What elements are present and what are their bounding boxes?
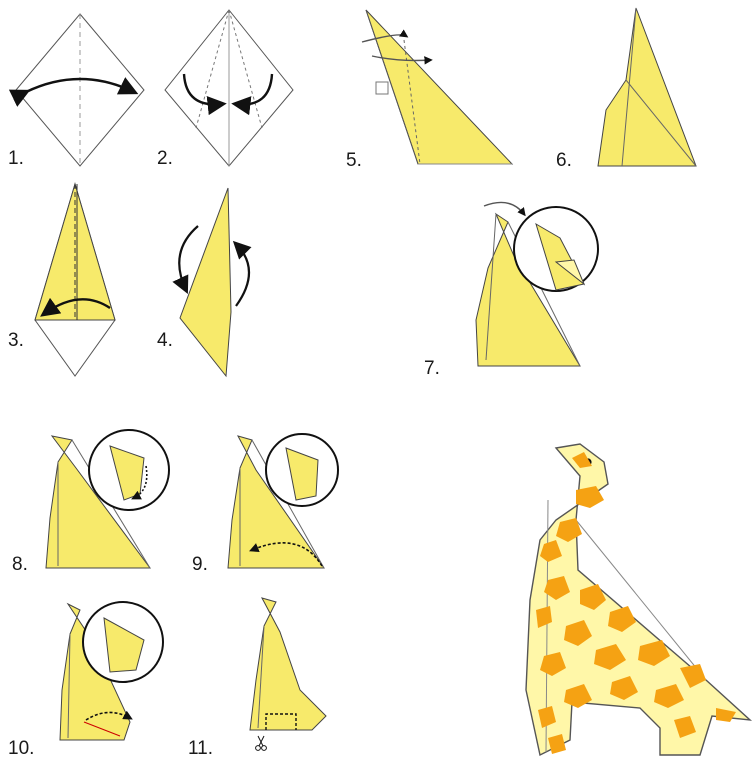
step-9-label: 9. — [192, 554, 208, 576]
step-1-label: 1. — [8, 148, 24, 170]
zoom-circle-icon — [514, 207, 598, 291]
step-11-diagram — [250, 598, 326, 750]
step-4-diagram — [179, 188, 249, 376]
step-10-diagram — [60, 602, 163, 740]
step-11-label: 11. — [188, 738, 213, 760]
zoom-circle-icon — [266, 434, 338, 506]
step-9-diagram — [228, 434, 338, 568]
step-3-diagram — [35, 184, 115, 376]
step-2-diagram — [165, 10, 293, 166]
rotate-arrow-icon — [236, 244, 249, 306]
step-1-diagram — [16, 14, 144, 166]
step-6-label: 6. — [556, 150, 572, 172]
scissors-icon — [256, 736, 267, 750]
step-7-label: 7. — [424, 358, 440, 380]
finished-giraffe — [526, 444, 750, 755]
step-3-label: 3. — [8, 330, 24, 352]
step-8-diagram — [46, 430, 169, 568]
step-2-label: 2. — [157, 148, 173, 170]
step-7-diagram — [476, 202, 598, 366]
step-8-label: 8. — [12, 554, 28, 576]
step-6-diagram — [598, 8, 696, 166]
step-10-label: 10. — [8, 738, 34, 760]
step-5-diagram — [362, 10, 512, 164]
step-4-label: 4. — [157, 330, 173, 352]
fold-arrow-icon — [484, 202, 524, 214]
step-5-label: 5. — [346, 150, 362, 172]
zoom-circle-icon — [83, 602, 163, 682]
zoom-circle-icon — [89, 430, 169, 510]
